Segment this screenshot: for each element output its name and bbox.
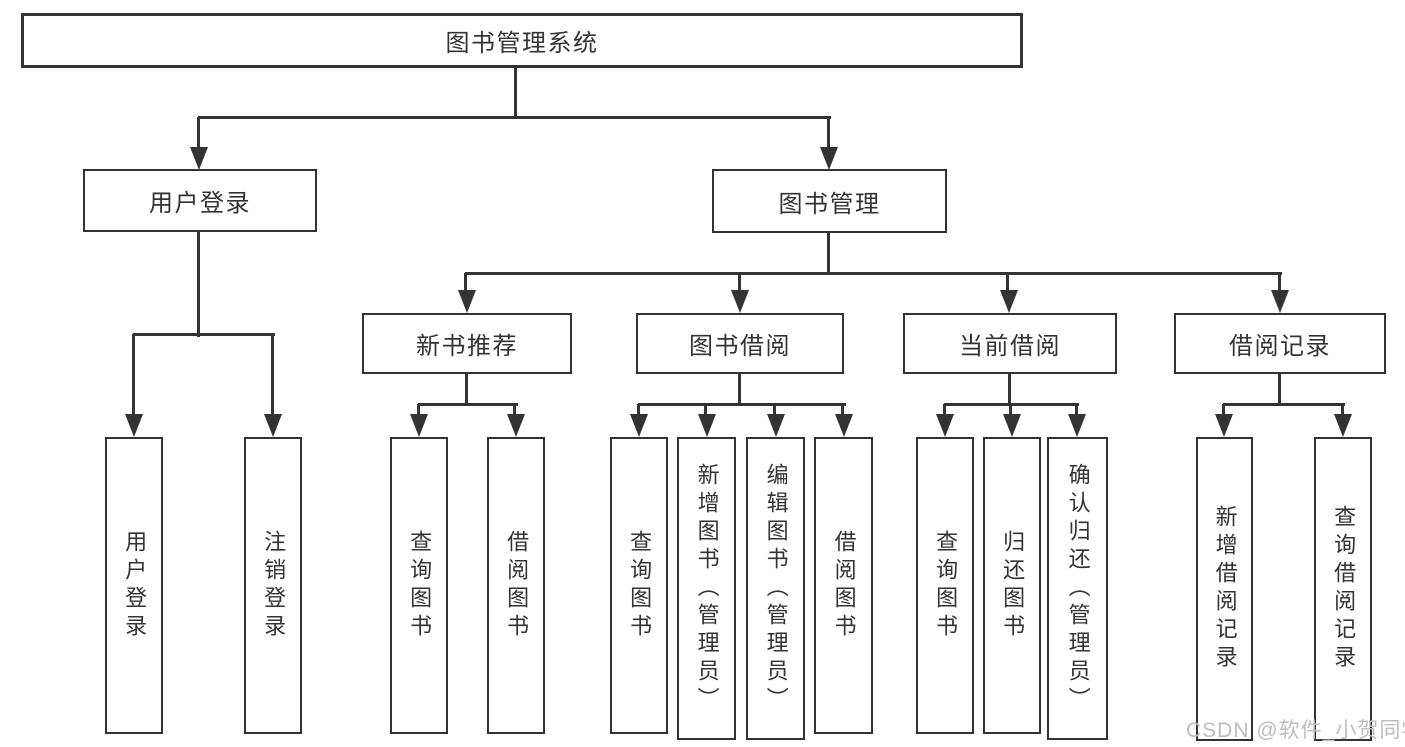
node-label: 借阅图书 xyxy=(504,529,530,642)
node-user-login-module: 用户登录 xyxy=(83,169,317,232)
node-label: 查询借阅记录 xyxy=(1331,505,1357,673)
node-book-borrowing: 图书借阅 xyxy=(636,313,844,374)
node-label: 新增图书（管理员） xyxy=(694,462,720,715)
node-label: 借阅记录 xyxy=(1229,333,1331,360)
leaf-return-books: 归还图书 xyxy=(983,437,1041,734)
arrowhead-icon xyxy=(264,414,282,437)
node-label: 新增借阅记录 xyxy=(1212,505,1238,673)
node-label: 用户登录 xyxy=(149,190,251,217)
connector-line xyxy=(418,403,518,406)
arrowhead-icon xyxy=(767,414,785,437)
connector-line xyxy=(738,374,741,406)
node-label: 确认归还（管理员） xyxy=(1065,462,1091,715)
connector-line xyxy=(465,374,468,406)
arrowhead-icon xyxy=(1334,414,1352,437)
node-label: 图书借阅 xyxy=(689,333,791,360)
csdn-watermark: CSDN @软件_小贺同学 xyxy=(1186,719,1405,742)
arrowhead-icon xyxy=(630,414,648,437)
connector-line xyxy=(197,117,200,154)
connector-line xyxy=(1341,404,1344,422)
leaf-user-login: 用户登录 xyxy=(105,437,163,734)
connector-line xyxy=(944,403,1079,406)
connector-line xyxy=(738,273,741,297)
connector-line xyxy=(417,404,420,422)
arrowhead-icon xyxy=(507,414,525,437)
node-label: 新书推荐 xyxy=(416,333,518,360)
arrowhead-icon xyxy=(835,414,853,437)
connector-line xyxy=(841,404,844,422)
connector-line xyxy=(827,117,830,154)
connector-line xyxy=(197,231,200,337)
connector-line xyxy=(1008,374,1011,406)
arrowhead-icon xyxy=(1000,290,1018,313)
connector-line xyxy=(1278,374,1281,406)
arrowhead-icon xyxy=(458,290,476,313)
connector-line xyxy=(1006,273,1009,297)
leaf-query-books-borrow: 查询图书 xyxy=(610,437,668,734)
connector-line xyxy=(637,404,640,422)
connector-line xyxy=(943,404,946,422)
connector-line xyxy=(827,233,830,275)
connector-line xyxy=(773,404,776,422)
leaf-logout: 注销登录 xyxy=(244,437,302,734)
arrowhead-icon xyxy=(1271,290,1289,313)
leaf-confirm-return-admin: 确认归还（管理员） xyxy=(1047,437,1108,740)
connector-line xyxy=(638,403,846,406)
node-label: 查询图书 xyxy=(627,529,653,642)
arrowhead-icon xyxy=(1068,414,1086,437)
leaf-query-books-current: 查询图书 xyxy=(916,437,974,734)
connector-line xyxy=(132,334,135,418)
connector-line xyxy=(465,272,1282,275)
leaf-add-borrow-record: 新增借阅记录 xyxy=(1196,437,1253,741)
node-label: 图书管理 xyxy=(778,190,881,218)
leaf-borrow-books: 借阅图书 xyxy=(814,437,873,734)
arrowhead-icon xyxy=(1003,414,1021,437)
node-library-management-system: 图书管理系统 xyxy=(21,13,1023,68)
connector-line xyxy=(514,68,517,119)
arrowhead-icon xyxy=(820,147,838,170)
connector-line xyxy=(1009,404,1012,422)
node-label: 借阅图书 xyxy=(831,529,857,642)
node-label: 查询图书 xyxy=(933,529,959,642)
arrowhead-icon xyxy=(698,414,716,437)
leaf-add-books-admin: 新增图书（管理员） xyxy=(677,437,736,740)
leaf-edit-books-admin: 编辑图书（管理员） xyxy=(746,437,805,740)
connector-line xyxy=(464,273,467,297)
connector-line xyxy=(513,404,516,422)
leaf-borrow-books-recommend: 借阅图书 xyxy=(487,437,545,734)
connector-line xyxy=(1278,273,1281,297)
arrowhead-icon xyxy=(1215,414,1233,437)
node-label: 图书管理系统 xyxy=(445,30,599,57)
leaf-query-borrow-record: 查询借阅记录 xyxy=(1314,437,1372,741)
connector-line xyxy=(704,404,707,422)
connector-line xyxy=(133,333,275,336)
arrowhead-icon xyxy=(410,414,428,437)
node-book-management-module: 图书管理 xyxy=(712,169,947,233)
node-current-borrowing: 当前借阅 xyxy=(903,313,1117,374)
leaf-query-books-recommend: 查询图书 xyxy=(390,437,448,734)
arrowhead-icon xyxy=(125,414,143,437)
node-label: 编辑图书（管理员） xyxy=(763,462,789,715)
arrowhead-icon xyxy=(731,290,749,313)
connector-line xyxy=(198,116,831,119)
node-label: 归还图书 xyxy=(1000,529,1026,642)
connector-line xyxy=(271,334,274,418)
connector-line xyxy=(1223,403,1345,406)
arrowhead-icon xyxy=(190,147,208,170)
arrowhead-icon xyxy=(936,414,954,437)
node-borrowing-records: 借阅记录 xyxy=(1174,313,1386,374)
connector-line xyxy=(1222,404,1225,422)
node-label: 注销登录 xyxy=(261,529,287,642)
connector-line xyxy=(1075,404,1078,422)
node-label: 当前借阅 xyxy=(959,333,1061,360)
node-label: 查询图书 xyxy=(407,529,433,642)
node-label: 用户登录 xyxy=(122,529,148,642)
node-new-book-recommendation: 新书推荐 xyxy=(362,313,572,374)
